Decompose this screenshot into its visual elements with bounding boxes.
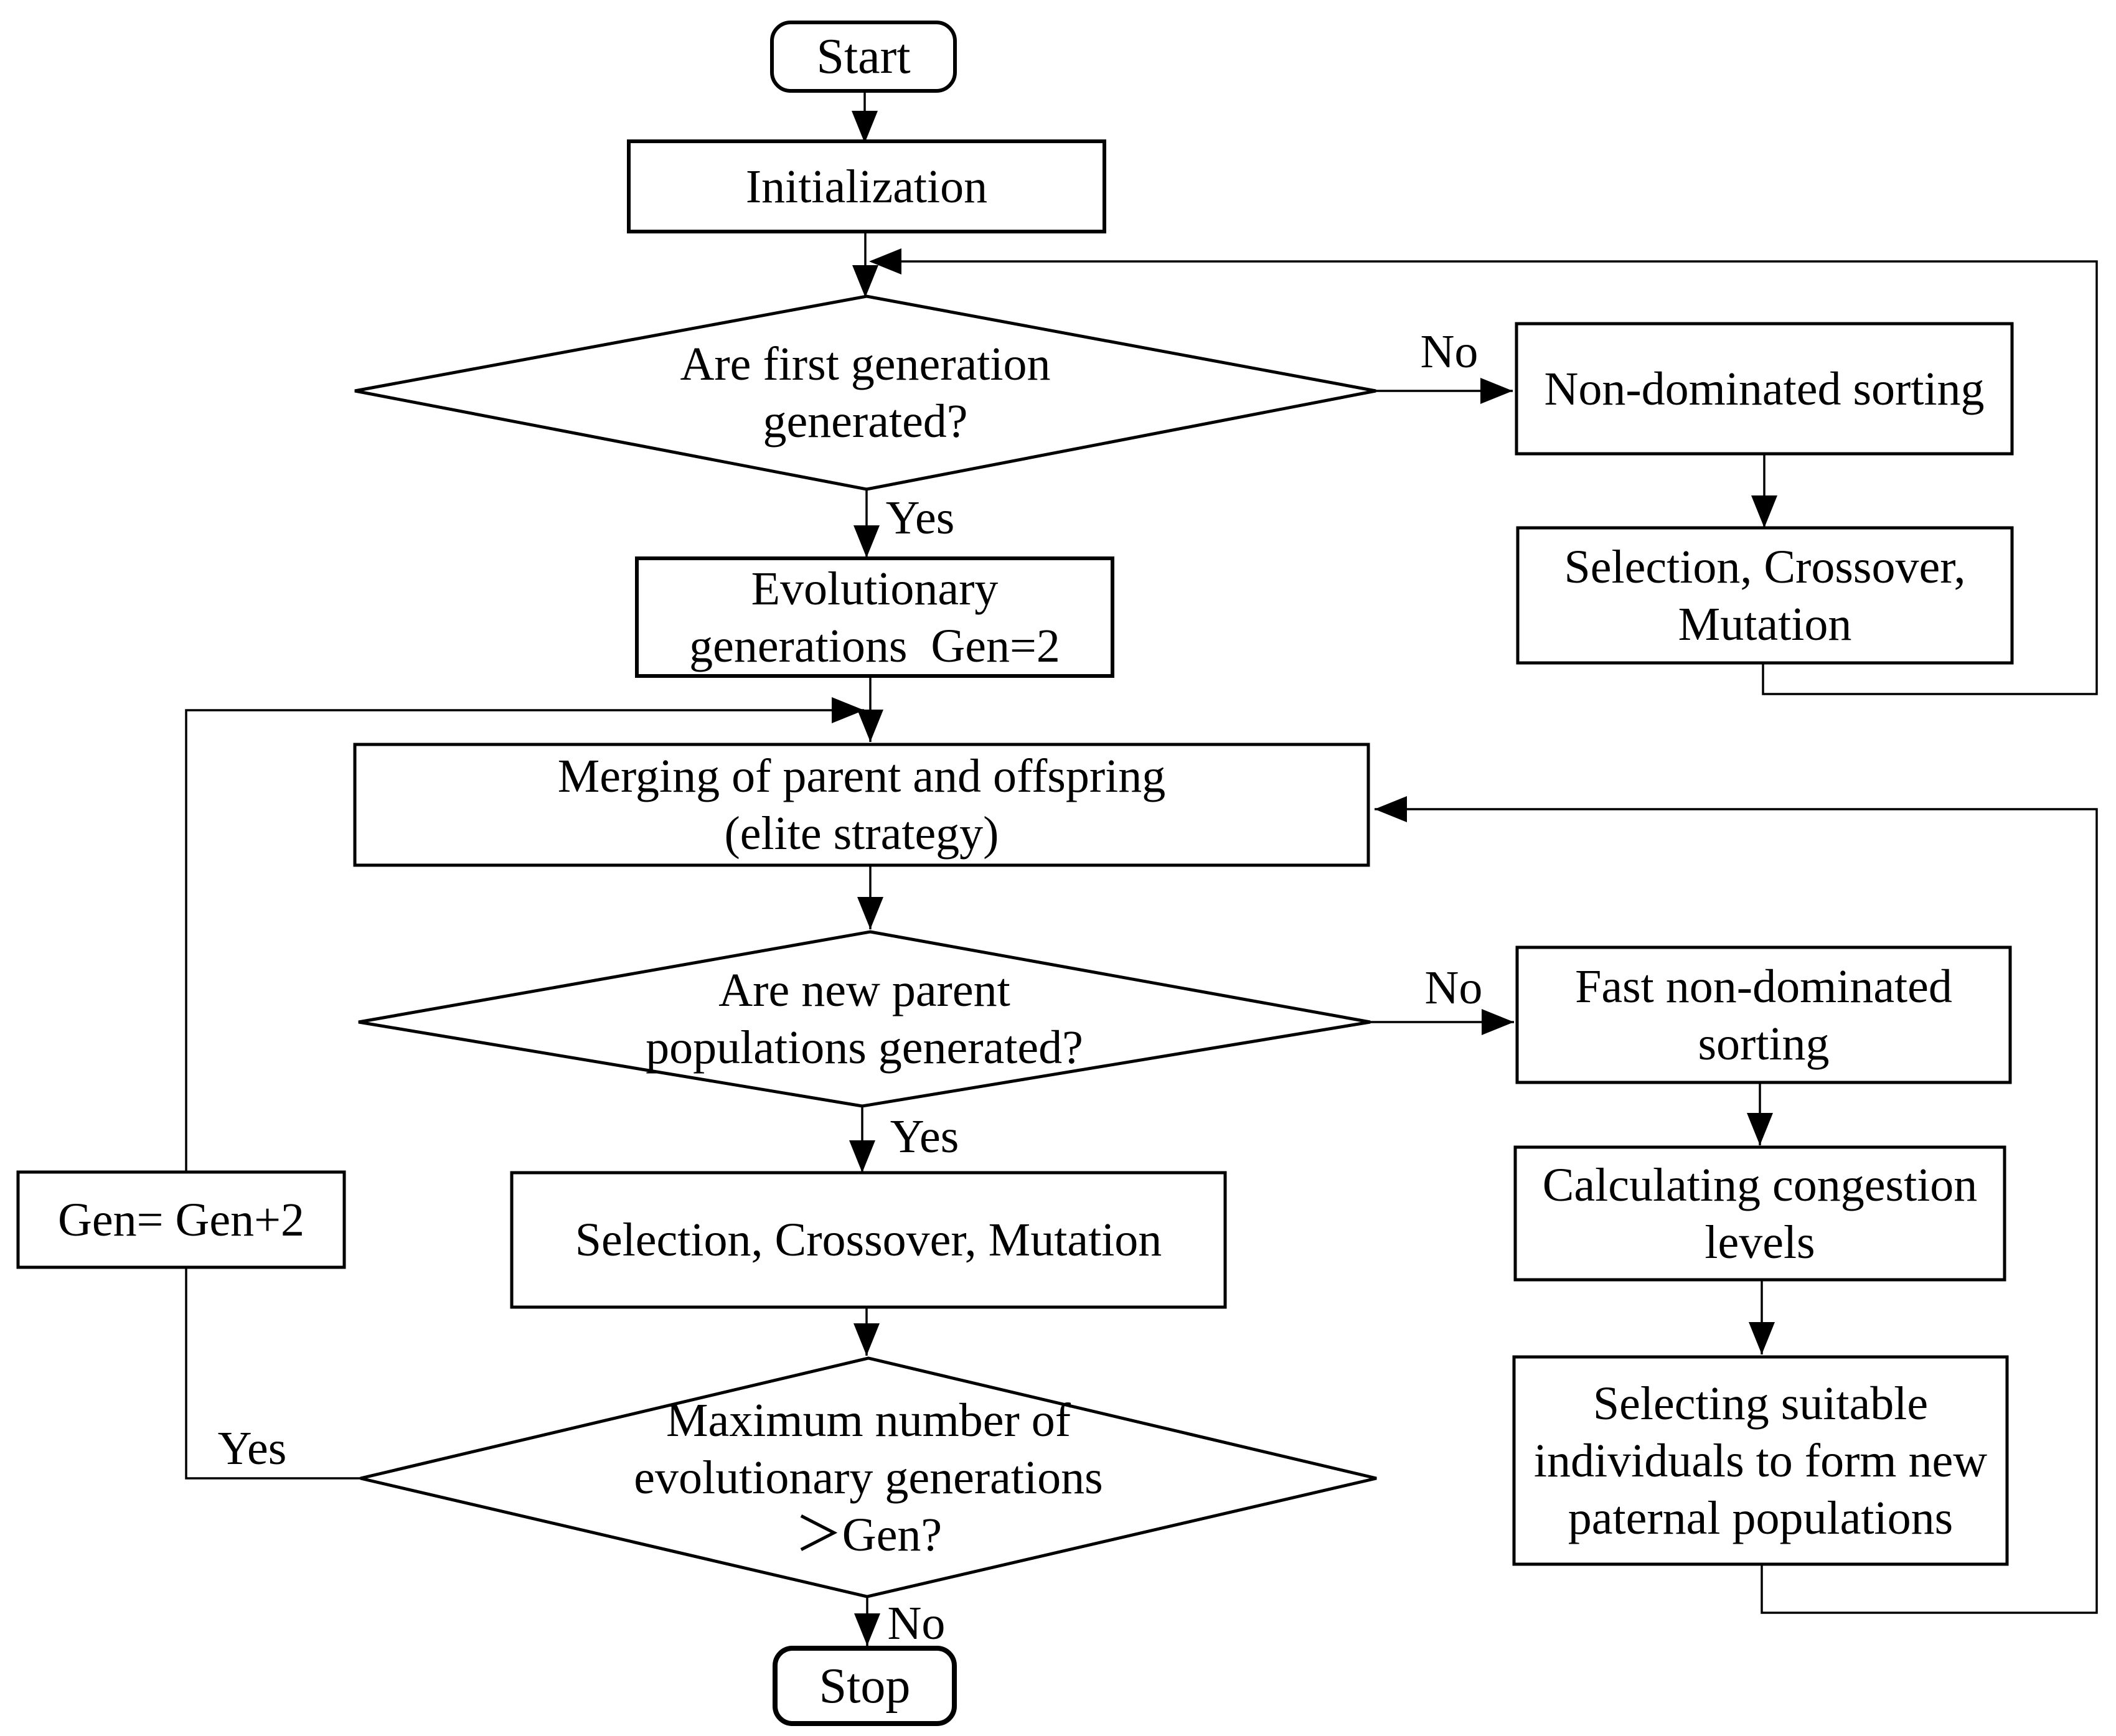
max-gen-no-label: No [887,1597,946,1649]
scm-mid-node [510,1171,1227,1309]
arrowhead-into-selecting [1749,1322,1775,1354]
non-dominated-sorting-node [1515,322,2014,456]
evolutionary-generations-node [635,556,1114,678]
arrowhead-into-max-gen-check [853,1323,880,1356]
start-node [770,21,957,93]
selecting-suitable-node [1512,1355,2009,1566]
gen-increment-node [16,1170,346,1269]
fast-non-dominated-sorting-node [1515,945,2012,1084]
arrowhead-into-scm-right [1751,495,1777,528]
max-gen-check-diamond [360,1356,1377,1598]
arrowhead-into-non-dominated-sorting [1480,378,1513,404]
arrowhead-into-scm-mid [849,1140,875,1173]
calculating-congestion-node [1513,1145,2006,1282]
new-parent-check-diamond [358,930,1371,1108]
new-parent-yes-label: Yes [890,1110,959,1163]
arrowhead-into-evolutionary [853,525,880,558]
first-gen-no-label: No [1420,326,1479,378]
stop-node [773,1646,957,1726]
edge-selecting-feedback-to-merging [1375,808,2098,1614]
initialization-node [627,139,1106,233]
arrowhead-into-merging-right [1375,796,1407,822]
edge-left-loop-return [185,709,864,1172]
first-gen-yes-label: Yes [885,492,955,544]
arrowhead-into-merging-top [857,710,883,742]
scm-right-node [1516,526,2014,665]
new-parent-no-label: No [1424,962,1483,1014]
max-gen-yes-label: Yes [217,1422,287,1475]
arrowhead-into-initialization [852,111,878,143]
edge-feedback-top-loop [872,260,2098,695]
edge-max-gen-check-yes [185,1267,360,1480]
arrowhead-feedback-top-loop [869,248,901,274]
first-gen-check-diamond [354,294,1376,491]
merging-node [353,743,1370,867]
arrowhead-left-loop-junction [832,697,864,723]
arrowhead-into-fast-sorting [1482,1009,1514,1035]
arrowhead-into-stop [854,1613,880,1646]
arrowhead-into-first-gen-check [852,265,878,298]
arrowhead-into-new-parent-check [857,897,883,929]
arrowhead-into-calculating [1747,1113,1773,1145]
